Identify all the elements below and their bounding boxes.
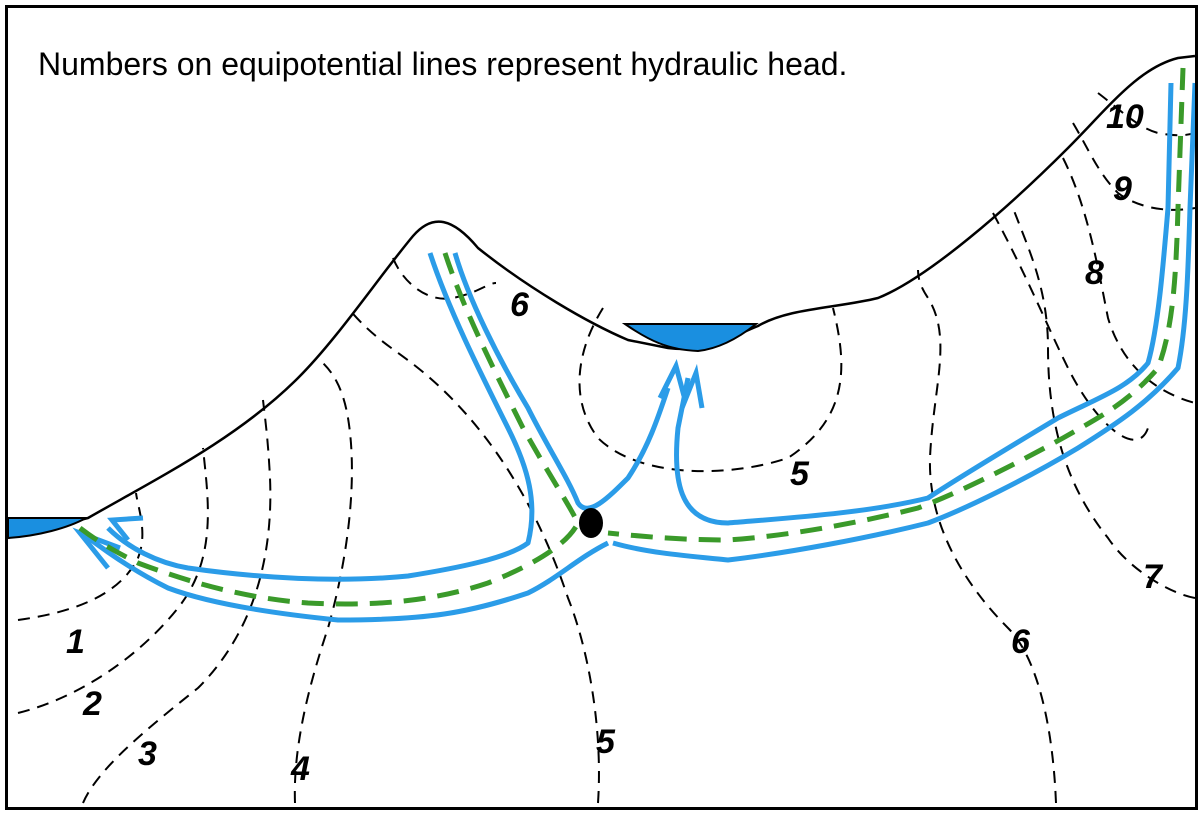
equipotential-line-4 <box>293 362 353 804</box>
flow-tube-left-bottom-wall <box>84 534 610 623</box>
equipotential-line-3 <box>82 399 272 804</box>
equipotential-line-6-hill <box>392 257 497 300</box>
flow-line-right <box>607 67 1186 543</box>
left-lake <box>8 517 90 540</box>
stagnation-point <box>579 508 603 538</box>
groundwater-flow-diagram: 1 2 3 4 5 5 6 6 7 8 9 10 <box>8 54 1195 804</box>
head-label-6-hill: 6 <box>510 286 530 324</box>
flow-tube-right-lower-wall <box>612 82 1195 563</box>
flow-tube-right-upper-wall <box>674 82 1174 526</box>
equipotential-line-5-lower <box>347 307 600 804</box>
arrow-to-valley-lake-right <box>679 363 705 409</box>
head-label-10: 10 <box>1106 98 1144 136</box>
head-label-8: 8 <box>1085 254 1104 292</box>
equipotential-line-9 <box>1072 122 1195 211</box>
diagram-caption: Numbers on equipotential lines represent… <box>38 46 848 83</box>
diagram-frame: 1 2 3 4 5 5 6 6 7 8 9 10 Numbers on equi… <box>5 5 1198 810</box>
ground-surface <box>8 54 1195 540</box>
head-label-7: 7 <box>1143 558 1164 596</box>
flow-tube-hill-right-wall <box>452 252 671 511</box>
equipotential-line-6-lower <box>917 269 1057 804</box>
equipotential-line-8 <box>1062 157 1195 404</box>
head-label-1: 1 <box>66 623 85 661</box>
head-label-6-bottom: 6 <box>1011 623 1031 661</box>
head-label-2: 2 <box>82 685 102 723</box>
head-label-5-bottom: 5 <box>596 723 616 761</box>
equipotential-line-2 <box>17 447 209 714</box>
head-label-3: 3 <box>138 735 157 773</box>
flow-tube-hill-left-wall <box>106 252 535 582</box>
equipotential-line-10 <box>1097 92 1195 137</box>
flow-line-hill <box>78 252 581 607</box>
arrow-to-left-lake-upper <box>107 515 144 542</box>
valley-lake <box>621 323 759 353</box>
equipotential-line-7 <box>1012 207 1195 599</box>
head-label-5-middle: 5 <box>790 455 810 493</box>
head-label-9: 9 <box>1113 170 1132 208</box>
equipotential-line-7b <box>992 212 1149 441</box>
head-label-4: 4 <box>290 750 310 788</box>
arrow-to-valley-lake-left <box>657 358 687 400</box>
arrow-to-left-lake-lower <box>72 527 121 570</box>
equipotential-line-5-valley <box>578 307 843 473</box>
